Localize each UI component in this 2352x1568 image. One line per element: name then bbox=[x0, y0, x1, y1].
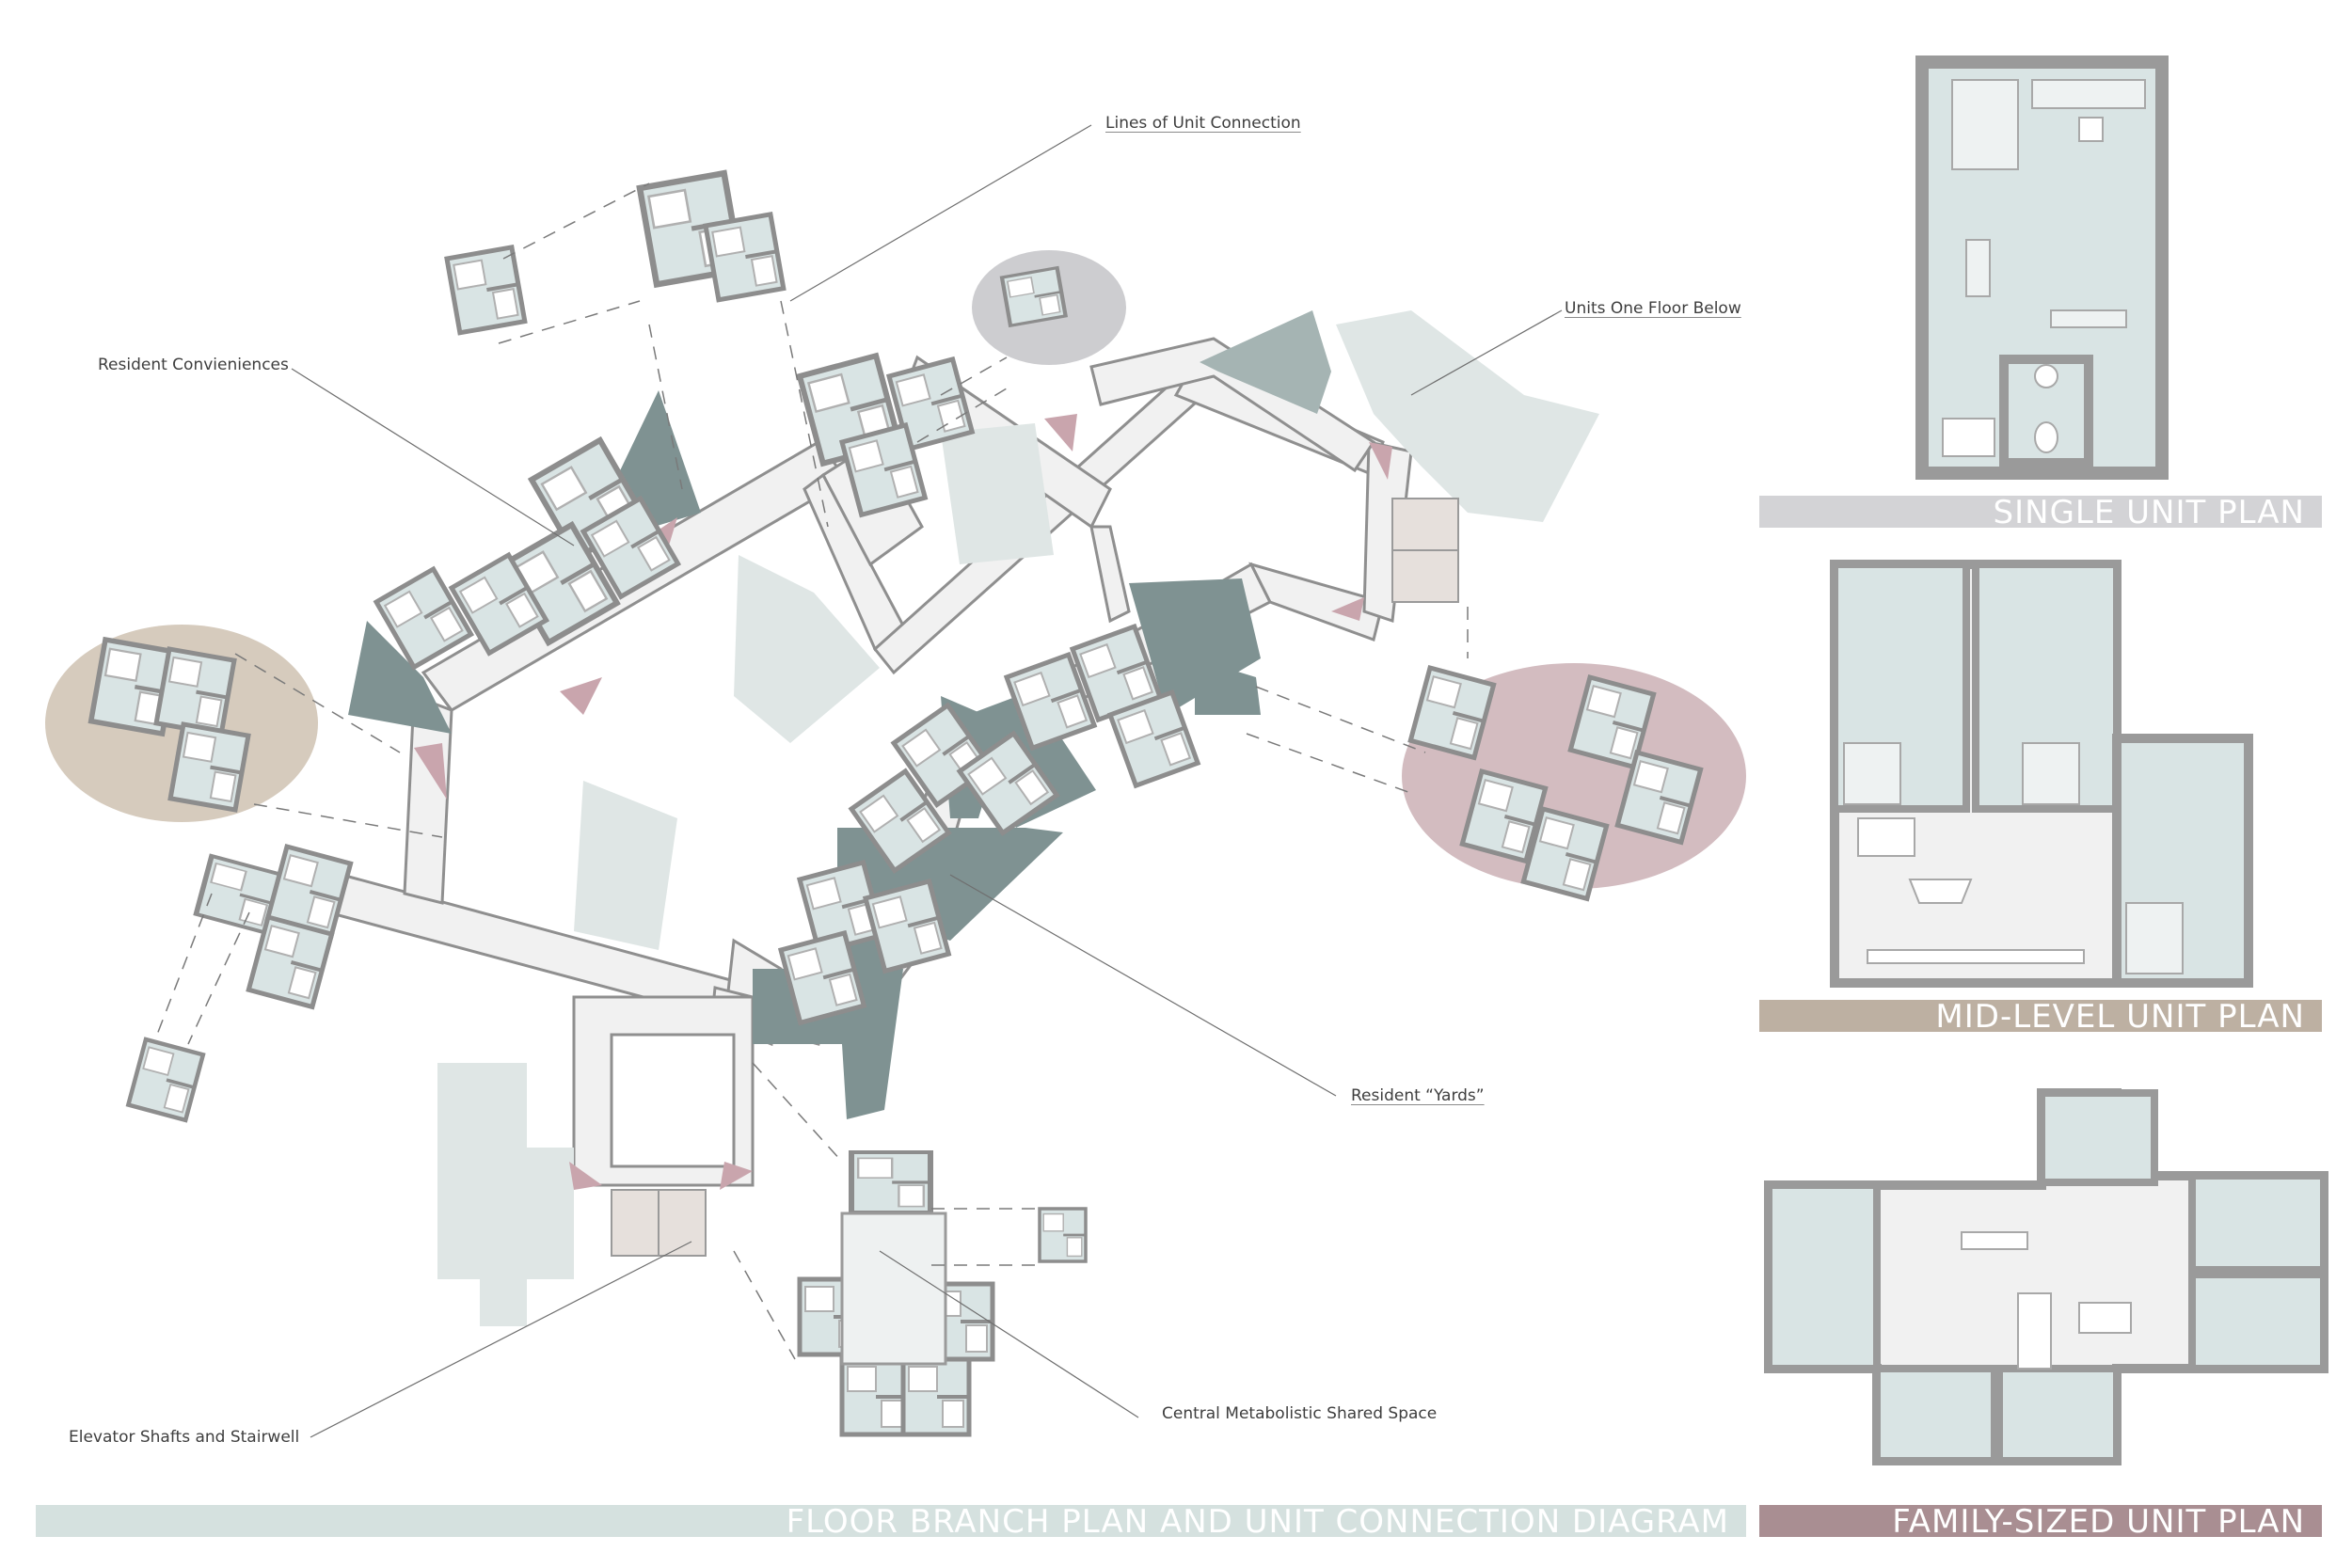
title-single-unit-plan: SINGLE UNIT PLAN bbox=[1993, 494, 2305, 531]
leader-lines bbox=[291, 124, 1563, 1438]
band-mid-level-unit-plan: MID-LEVEL UNIT PLAN bbox=[1759, 998, 2322, 1036]
band-family-unit-plan: FAMILY-SIZED UNIT PLAN bbox=[1759, 1503, 2322, 1541]
connector-wedges bbox=[414, 414, 1392, 1190]
unit-clusters bbox=[91, 173, 1701, 1434]
family-unit-plan bbox=[1764, 1088, 2328, 1465]
elevator-stair-cores bbox=[611, 498, 1459, 1257]
single-unit-plan bbox=[1915, 55, 2169, 480]
label-units-one-floor-below: Units One Floor Below bbox=[1565, 299, 1741, 318]
title-family-unit-plan: FAMILY-SIZED UNIT PLAN bbox=[1892, 1503, 2305, 1541]
band-main-title: FLOOR BRANCH PLAN AND UNIT CONNECTION DI… bbox=[36, 1503, 1746, 1541]
label-central-shared-space: Central Metabolistic Shared Space bbox=[1162, 1404, 1438, 1423]
units-floor-below bbox=[437, 310, 1599, 1326]
title-floor-branch-plan: FLOOR BRANCH PLAN AND UNIT CONNECTION DI… bbox=[786, 1503, 1729, 1541]
label-lines-of-unit-connection: Lines of Unit Connection bbox=[1105, 114, 1301, 133]
label-elevator-shafts: Elevator Shafts and Stairwell bbox=[69, 1428, 300, 1447]
label-resident-conveniences: Resident Convieniences bbox=[98, 356, 289, 374]
mid-level-unit-plan bbox=[1830, 560, 2253, 988]
title-mid-level-unit-plan: MID-LEVEL UNIT PLAN bbox=[1935, 998, 2305, 1036]
connection-lines bbox=[154, 182, 1469, 1360]
label-resident-yards: Resident “Yards” bbox=[1351, 1086, 1485, 1105]
band-single-unit-plan: SINGLE UNIT PLAN bbox=[1759, 494, 2322, 531]
yard-upper-center bbox=[1200, 310, 1331, 414]
